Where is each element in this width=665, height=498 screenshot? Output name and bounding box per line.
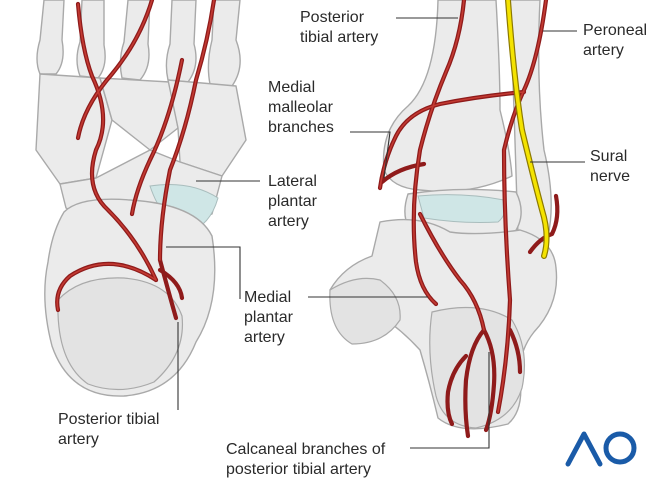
calcaneal-tuberosity	[57, 277, 184, 391]
label-medial-malleolar-branches: Medial malleolar branches	[268, 79, 334, 136]
leader-lines	[166, 17, 585, 449]
tibia	[382, 0, 513, 193]
left-artery-trunk	[157, 257, 179, 321]
leader-medial-malleolar	[350, 131, 391, 179]
leader-medial-plantar-left	[166, 246, 241, 299]
sural-nerve-drawing	[505, 0, 550, 259]
left-arteries	[55, 0, 217, 321]
label-lateral-plantar-artery: Lateral plantar artery	[268, 173, 317, 230]
label-posterior-tibial-artery-bottom: Posterior tibial artery	[58, 411, 160, 448]
ao-logo-mark	[565, 431, 637, 467]
medial-malleolar-branch-2	[379, 161, 427, 185]
right-arteries	[377, 0, 560, 439]
label-posterior-tibial-artery-top: Posterior tibial artery	[300, 9, 379, 46]
right-joint-cartilage	[417, 194, 506, 223]
label-sural-nerve: Sural nerve	[590, 148, 631, 185]
leader-calcaneal	[410, 352, 490, 449]
calcaneal-branch-3	[445, 353, 469, 427]
calcaneal-branch-4	[507, 327, 523, 375]
peroneal-lateral-branch	[527, 193, 560, 255]
metatarsal-1	[36, 0, 65, 75]
left-artery-lateral	[157, 267, 185, 301]
label-calcaneal-branches: Calcaneal branches of posterior tibial a…	[226, 441, 386, 478]
left-foot-bones	[35, 0, 247, 397]
cuneiform-middle	[99, 77, 179, 151]
label-medial-plantar-artery: Medial plantar artery	[244, 289, 293, 346]
right-foot-bones	[329, 0, 558, 430]
calcaneal-branch-1	[463, 327, 487, 439]
label-peroneal-artery: Peroneal artery	[583, 22, 648, 59]
sustentaculum	[329, 277, 401, 345]
